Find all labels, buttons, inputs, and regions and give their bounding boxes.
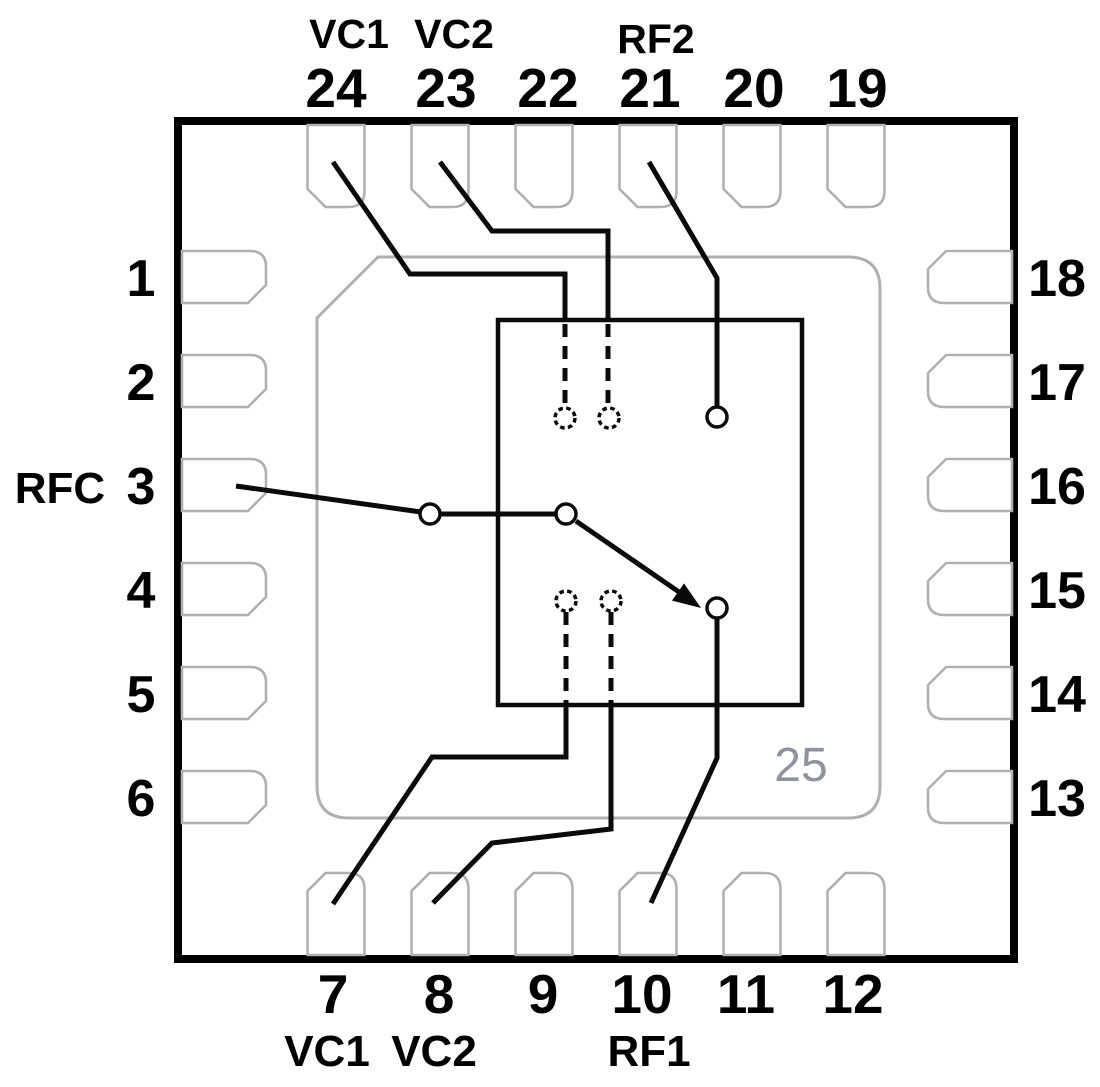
pad-pin-16 <box>926 457 1014 513</box>
pad-pin-15 <box>926 561 1014 617</box>
pad-pin-11 <box>722 871 782 957</box>
signal-label-rf1: RF1 <box>607 1027 690 1076</box>
pin-number-21: 21 <box>619 57 680 119</box>
pin-number-15: 15 <box>1028 562 1086 620</box>
pad-pin-7 <box>306 871 366 957</box>
pin-number-6: 6 <box>127 770 156 828</box>
wire-vc2-bottom-solid <box>431 703 614 905</box>
pin-number-22: 22 <box>517 57 578 119</box>
contact-rfc-junction <box>418 502 442 526</box>
pin-number-13: 13 <box>1028 770 1086 828</box>
pin-number-12: 12 <box>822 963 883 1025</box>
top-pin-numbers: 24 23 22 21 20 19 <box>305 57 887 119</box>
pin-number-16: 16 <box>1028 458 1086 516</box>
pad-pin-8 <box>410 871 470 957</box>
top-signal-labels: VC1 VC2 RF2 <box>309 11 695 62</box>
pin-number-4: 4 <box>127 562 156 620</box>
pad-pin-6 <box>180 769 268 825</box>
pin-number-14: 14 <box>1028 666 1086 724</box>
pad-pin-22 <box>514 123 574 209</box>
pad-pin-18 <box>926 249 1014 305</box>
pad-pin-12 <box>826 871 886 957</box>
pin-number-5: 5 <box>127 666 156 724</box>
signal-label-vc1-bottom: VC1 <box>284 1027 370 1076</box>
pin-number-9: 9 <box>528 963 559 1025</box>
pad-pin-20 <box>722 123 782 209</box>
right-pin-numbers: 18 17 16 15 14 13 <box>1028 250 1086 828</box>
exposed-pad-number: 25 <box>774 739 827 792</box>
pad-pin-1 <box>180 249 268 305</box>
pad-pin-17 <box>926 353 1014 409</box>
contact-vc2-bottom <box>599 589 623 613</box>
contact-rf2 <box>705 405 729 429</box>
exposed-pad-outline <box>315 255 882 820</box>
pin-number-8: 8 <box>424 963 455 1025</box>
pin-number-2: 2 <box>127 354 156 412</box>
pad-pin-19 <box>826 123 886 209</box>
wire-rfc-outer <box>235 483 422 515</box>
signal-label-rf2: RF2 <box>617 16 694 62</box>
left-pin-numbers: 1 2 3 4 5 6 RFC <box>15 250 156 828</box>
pin-number-24: 24 <box>305 57 367 119</box>
pad-pin-10 <box>618 871 678 957</box>
pin-number-19: 19 <box>826 57 887 119</box>
bottom-pin-numbers: 7 8 9 10 11 12 <box>318 963 884 1025</box>
wire-rf2 <box>646 160 720 406</box>
signal-label-rfc: RFC <box>15 464 105 513</box>
pin-number-7: 7 <box>318 963 349 1025</box>
pad-pin-5 <box>180 665 268 721</box>
contact-vc2-top <box>597 406 621 430</box>
pad-pin-13 <box>926 769 1014 825</box>
pin-number-1: 1 <box>127 250 156 308</box>
wire-vc2-top-solid <box>438 160 611 322</box>
wire-vc1-bottom-solid <box>330 703 569 906</box>
bottom-signal-labels: VC1 VC2 RF1 <box>284 1027 690 1076</box>
signal-label-vc2-top: VC2 <box>414 11 494 57</box>
switch-contacts <box>418 405 729 620</box>
bond-wires <box>235 160 720 906</box>
pin-number-3: 3 <box>127 458 156 516</box>
pin-number-10: 10 <box>611 963 672 1025</box>
wire-rf1 <box>648 618 720 905</box>
pin-number-11: 11 <box>717 963 775 1025</box>
package-outline <box>174 117 1018 963</box>
pad-pin-3 <box>180 457 268 513</box>
pad-pin-14 <box>926 665 1014 721</box>
signal-label-vc1-top: VC1 <box>309 11 389 57</box>
pin-number-20: 20 <box>723 57 784 119</box>
switch-arm-line <box>574 518 681 595</box>
pin-number-23: 23 <box>415 57 476 119</box>
pad-pin-9 <box>514 871 574 957</box>
switch-arm-arrowhead <box>672 583 701 608</box>
contact-vc1-top <box>553 406 577 430</box>
contact-pole <box>554 502 578 526</box>
contact-rf1 <box>705 596 729 620</box>
pad-pin-4 <box>180 561 268 617</box>
pin-number-18: 18 <box>1028 250 1086 308</box>
wire-vc1-top-solid <box>330 160 568 322</box>
signal-label-vc2-bottom: VC2 <box>391 1027 477 1076</box>
pad-pin-2 <box>180 353 268 409</box>
pin-number-17: 17 <box>1028 354 1086 412</box>
contact-vc1-bottom <box>554 589 578 613</box>
